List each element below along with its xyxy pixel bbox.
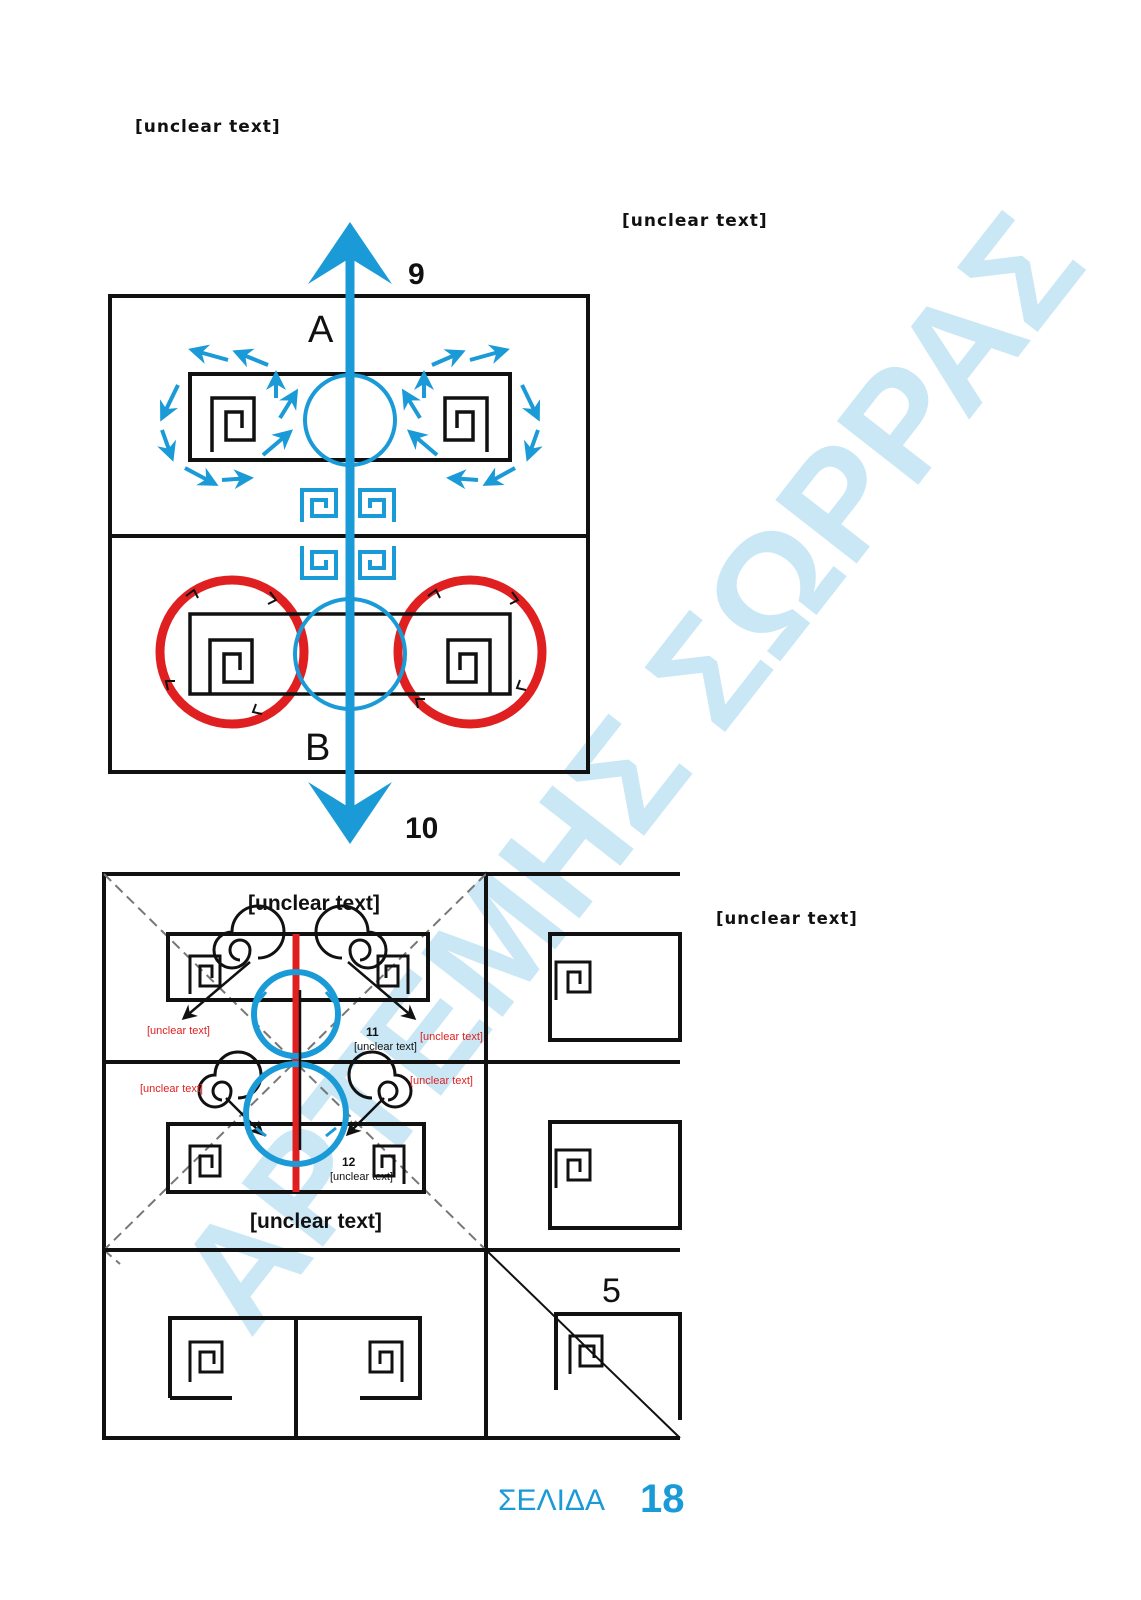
arrow-down-number: 10 — [405, 812, 438, 845]
label-right-top: [unclear text] — [420, 1031, 483, 1043]
figure1-red-circle-left — [155, 575, 309, 729]
meander-icon — [188, 954, 410, 1184]
motion-12-number: 12 — [342, 1155, 356, 1169]
meander-icon — [300, 488, 396, 580]
motion-11-number: 11 — [366, 1025, 379, 1039]
number-5: 5 — [602, 1272, 621, 1310]
rotation-marks — [164, 588, 527, 715]
figure2-bottom-caption: [unclear text] — [250, 1210, 382, 1233]
label-right-bottom: [unclear text] — [410, 1075, 473, 1087]
figure2-right-cell-1 — [548, 932, 682, 1042]
figure2-right-cell-2 — [548, 1120, 682, 1230]
meander-icon — [568, 1334, 604, 1374]
rotation-arrows — [157, 344, 543, 490]
label-a: A — [308, 309, 334, 351]
figure2-right-diagonal — [485, 1249, 681, 1439]
figure2-bottom-right-frame — [296, 1316, 422, 1400]
meander-icon — [188, 1340, 404, 1382]
right-paragraph-bottom: [unclear text] — [716, 909, 858, 928]
label-b: B — [305, 727, 330, 769]
intro-paragraph: [unclear text] — [135, 117, 281, 137]
figure2-diagonal — [103, 1249, 121, 1265]
figure2-blue-circle-bottom — [243, 1061, 349, 1167]
figure2-top-caption: [unclear text] — [248, 892, 380, 915]
figure2-diagonal — [103, 873, 487, 1251]
flow-arrows — [255, 991, 337, 1138]
meander-icon — [210, 396, 489, 452]
motion-11-word: [unclear text] — [354, 1041, 417, 1053]
right-paragraph-top: [unclear text] — [622, 211, 768, 231]
figure1-red-circle-right — [393, 575, 547, 729]
label-left-bottom: [unclear text] — [140, 1083, 203, 1095]
figure2-cell5-frame — [554, 1312, 682, 1420]
spiral-icon — [197, 904, 413, 1109]
arrow-up-icon — [308, 222, 392, 284]
meander-icon — [554, 960, 592, 1188]
meander-icon — [208, 638, 492, 694]
figure2-bottom-left-frame — [168, 1316, 296, 1398]
label-left-top: [unclear text] — [147, 1025, 210, 1037]
page-word: ΣΕΛΙΔΑ — [498, 1484, 605, 1517]
motion-12-word: [unclear text] — [330, 1171, 393, 1183]
arrow-up-number: 9 — [408, 258, 425, 291]
page-number: 18 — [640, 1477, 685, 1521]
figure2-blue-circle-top — [251, 969, 341, 1059]
arrow-down-icon — [308, 782, 392, 844]
